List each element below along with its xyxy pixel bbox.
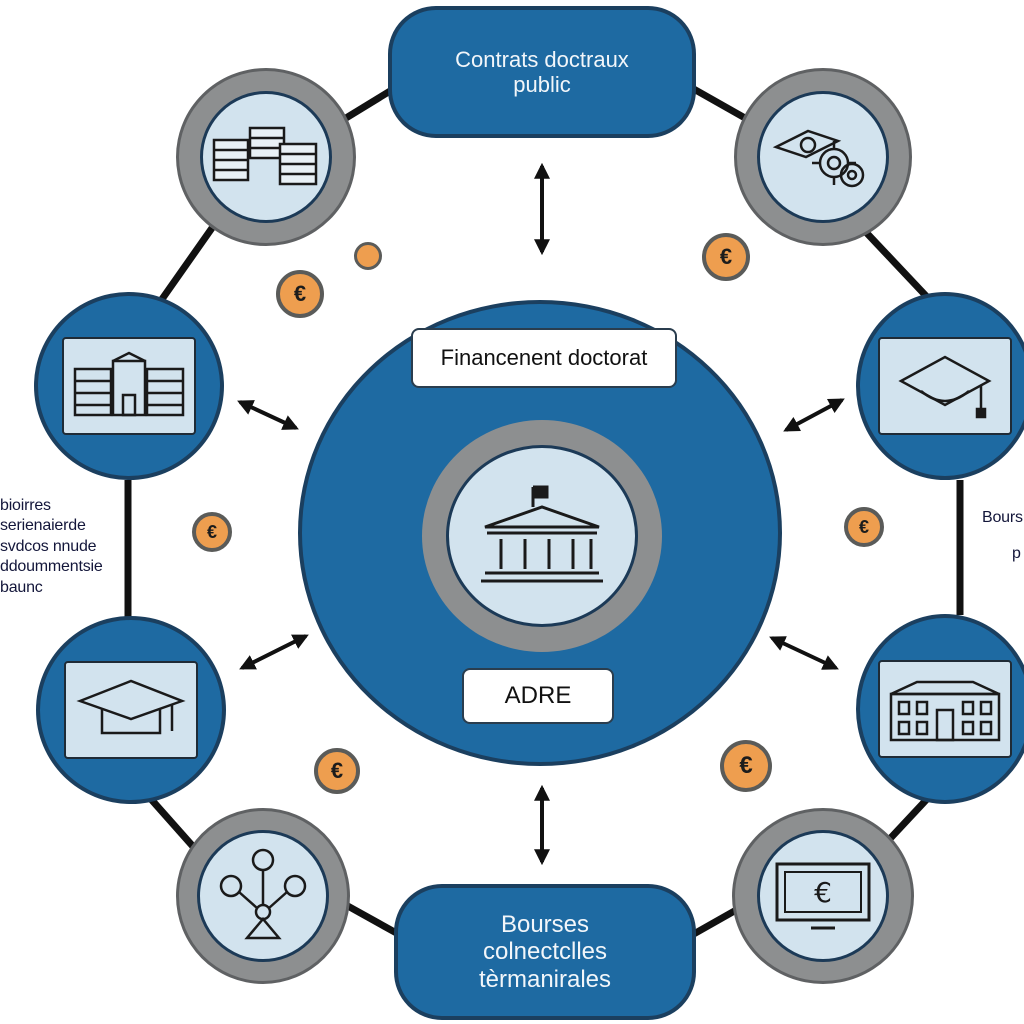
euro-coin-icon: € [844,507,884,547]
node-bottom-left [176,808,350,984]
svg-text:€: € [814,876,832,909]
euro-monitor-icon: € [757,830,889,962]
campus-building-icon [878,660,1012,758]
money-gears-icon [757,91,889,223]
node-left-lower [36,616,226,804]
bottom-box-line-2: colnectclles [482,938,608,966]
right-side-text: Bours p [982,508,1024,565]
bottom-box-line-3: tèrmanirales [478,965,612,993]
government-building-icon [446,445,638,627]
bottom-box-line-1: Bourses [500,910,590,938]
top-funding-box: Contrats doctraux public [388,6,696,138]
euro-coin-icon: € [702,233,750,281]
center-title-label: Financenent doctorat [411,328,677,388]
euro-coin-icon: € [720,740,772,792]
hub-core [422,420,662,652]
node-bottom-right: € [732,808,914,984]
left-text-line-4: ddoummentsie [0,558,103,576]
coin-icon [354,242,382,270]
left-text-line-1: bioirres [0,497,51,514]
right-text-line-2: p [1012,545,1021,563]
euro-coin-icon: € [192,512,232,552]
network-tree-icon [197,830,329,962]
university-building-icon [62,337,196,435]
node-right-upper [856,292,1024,480]
euro-coin-icon: € [276,270,324,318]
euro-coin-icon: € [314,748,360,794]
right-text-line-1: Bours [982,509,1023,526]
top-box-line-1: Contrats doctraux [455,46,629,72]
node-top-left [176,68,356,246]
bottom-funding-box: Bourses colnectclles tèrmanirales [394,884,696,1020]
left-text-line-2: serienaierde [0,517,86,535]
node-left-upper [34,292,224,480]
graduation-cap-icon [878,337,1012,435]
node-right-lower [856,614,1024,804]
adre-label: ADRE [462,668,614,724]
graduation-cap-icon [64,661,198,759]
left-text-line-5: baunc [0,578,43,596]
top-box-line-2: public [513,72,571,97]
node-top-right [734,68,912,246]
stacked-coins-icon [200,91,332,223]
left-text-line-3: svdcos nnude [0,537,97,555]
left-side-text: bioirres serienaierde svdcos nnude ddoum… [0,496,103,598]
